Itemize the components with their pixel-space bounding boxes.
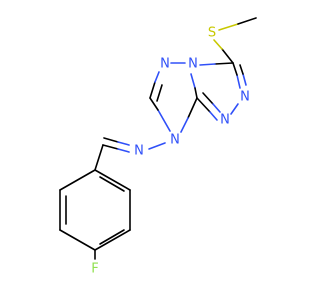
double-bond-inner bbox=[202, 92, 214, 105]
fluorophenyl-ring bbox=[59, 169, 131, 251]
bond bbox=[236, 74, 241, 89]
double-bond-inner bbox=[212, 103, 221, 113]
bond bbox=[196, 97, 211, 113]
bond bbox=[59, 229, 96, 251]
bond bbox=[149, 81, 156, 99]
bond bbox=[214, 62, 234, 65]
bond-c-s bbox=[221, 48, 234, 64]
triazole-ring-left bbox=[149, 62, 198, 133]
bond bbox=[154, 71, 160, 83]
triazole-ring-right bbox=[196, 62, 247, 121]
double-bond-inner bbox=[242, 73, 247, 86]
bond-ch-n bbox=[102, 144, 119, 150]
bond bbox=[232, 62, 238, 76]
molecule-structure: F N N N N N N S bbox=[59, 17, 257, 277]
atom-label-fluorine: F bbox=[91, 262, 98, 277]
bond bbox=[180, 117, 189, 133]
atom-label-nitrogen: N bbox=[160, 57, 170, 72]
bond bbox=[199, 63, 216, 66]
bond bbox=[149, 97, 159, 111]
atom-label-nitrogen: N bbox=[220, 113, 230, 128]
bond bbox=[59, 169, 96, 191]
bond bbox=[94, 169, 131, 191]
bond-ch-n bbox=[117, 148, 130, 153]
bond bbox=[94, 229, 131, 251]
double-bond-inner bbox=[239, 64, 244, 75]
atom-label-nitrogen: N bbox=[240, 90, 250, 105]
bond bbox=[209, 111, 218, 121]
bond-c-s bbox=[213, 39, 223, 50]
bond-ch-n-double bbox=[103, 137, 119, 143]
atom-label-nitrogen: N bbox=[134, 144, 144, 159]
double-bond-inner bbox=[99, 176, 125, 192]
double-bond-inner bbox=[99, 229, 125, 245]
bond bbox=[157, 109, 171, 132]
molecule-drawing: F N N N N N N S bbox=[59, 17, 257, 277]
bond bbox=[190, 73, 196, 89]
bond-ring-ch bbox=[94, 144, 104, 171]
bond bbox=[194, 87, 198, 99]
bond-s-ch3 bbox=[237, 17, 257, 25]
bond-ch-n-double bbox=[117, 141, 130, 146]
atom-label-sulfur: S bbox=[208, 26, 216, 41]
double-bond-inner bbox=[156, 84, 163, 102]
atom-label-nitrogen: N bbox=[170, 133, 180, 148]
bond bbox=[230, 103, 239, 115]
atom-label-nitrogen: N bbox=[188, 57, 198, 72]
bond-n-n bbox=[148, 142, 166, 150]
bond bbox=[187, 97, 198, 119]
bond-s-ch3 bbox=[218, 23, 239, 31]
